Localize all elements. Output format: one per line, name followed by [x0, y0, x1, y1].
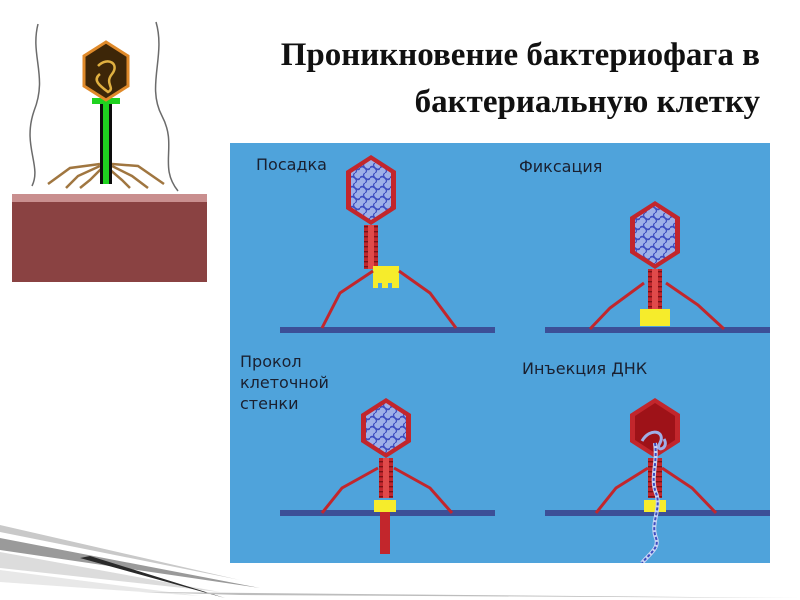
- cell-surface: [12, 194, 207, 202]
- slide-title: Проникновение бактериофага в бактериальн…: [160, 32, 760, 126]
- stage-label-fixation: Фиксация: [519, 156, 602, 177]
- phage-tail-core: [103, 104, 109, 184]
- title-line-1: Проникновение бактериофага в: [160, 32, 760, 79]
- stage-label-landing: Посадка: [256, 154, 327, 175]
- decorative-stripes: [0, 470, 800, 600]
- phage-on-cell-illustration: [8, 16, 213, 286]
- stage-label-injection: Инъекция ДНК: [522, 358, 647, 379]
- stage-label-puncture: Прокол клеточной стенки: [240, 351, 329, 414]
- title-line-2: бактериальную клетку: [160, 79, 760, 126]
- left-wavy-line: [30, 24, 39, 186]
- right-wavy-line: [156, 22, 178, 191]
- bacterial-cell: [12, 202, 207, 282]
